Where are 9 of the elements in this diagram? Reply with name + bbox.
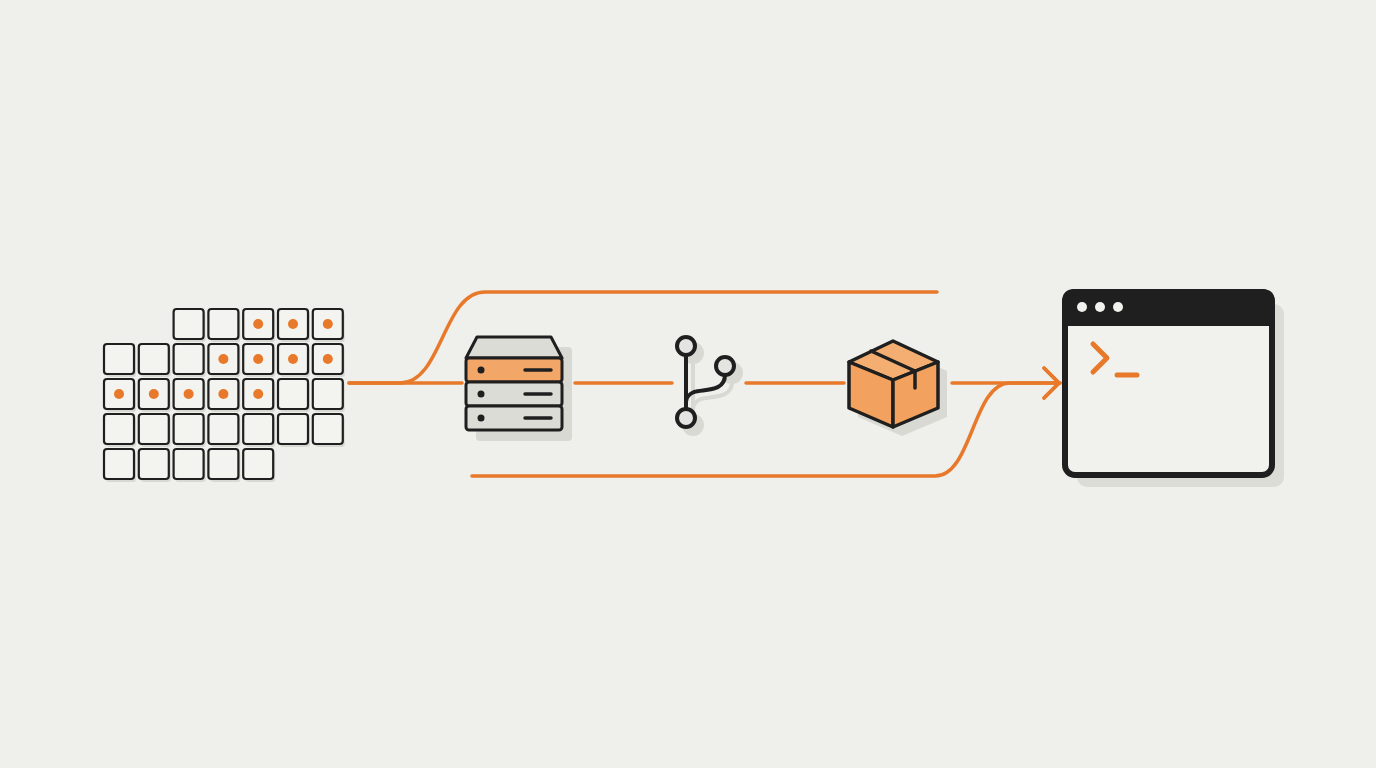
square-grid <box>102 307 347 483</box>
connector-line <box>347 290 939 385</box>
arrow <box>470 366 1062 478</box>
server-icon <box>464 335 573 442</box>
branch-icon <box>674 334 744 437</box>
connector-line <box>573 381 674 385</box>
package-icon <box>846 338 950 439</box>
connector-line <box>744 381 846 385</box>
terminal-window <box>1062 289 1285 488</box>
